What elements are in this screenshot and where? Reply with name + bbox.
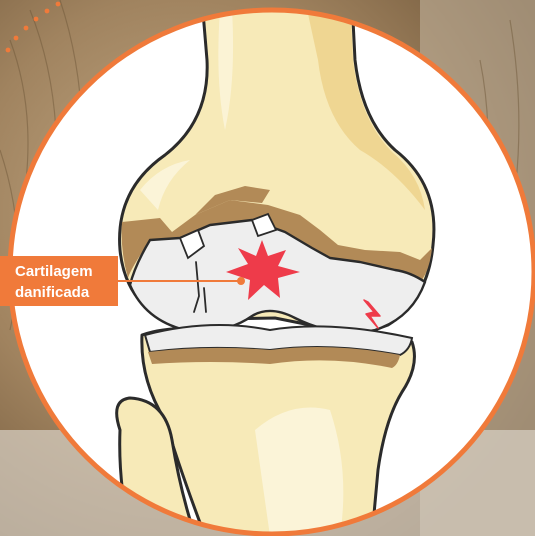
callout-dot bbox=[237, 277, 245, 285]
tibia-cartilage bbox=[145, 325, 412, 368]
label-line-2: danificada bbox=[15, 284, 90, 301]
label-line-1: Cartilagem bbox=[15, 263, 93, 280]
